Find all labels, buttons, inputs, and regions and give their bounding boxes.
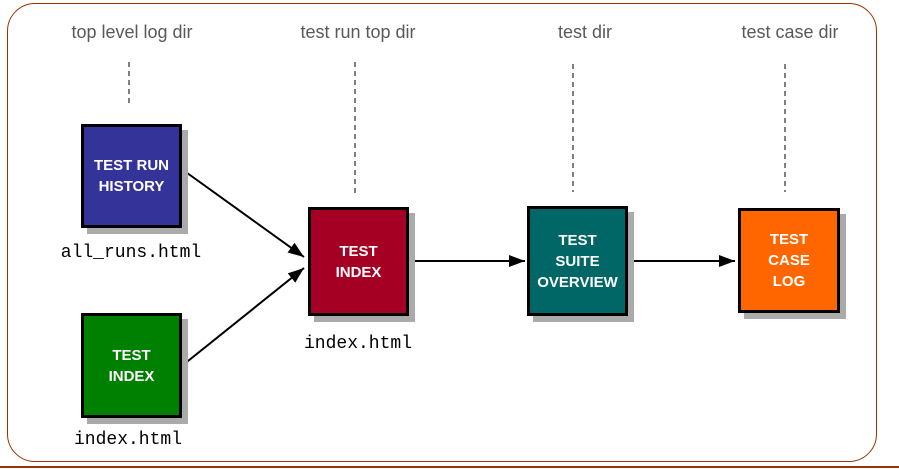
- column-header-top-level-log-dir: top level log dir: [71, 22, 193, 42]
- node-test-suite-overview: TEST SUITE OVERVIEW: [527, 206, 628, 316]
- bottom-rule: [0, 466, 899, 468]
- node-test-case-log: TEST CASE LOG: [738, 208, 840, 313]
- node-label-line: INDEX: [108, 367, 155, 385]
- node-label-line: TEST: [558, 231, 597, 249]
- node-label-line: OVERVIEW: [537, 273, 618, 291]
- column-header-test-case-dir: test case dir: [741, 22, 839, 42]
- diagram-frame: [7, 3, 877, 462]
- node-test-run-history: TEST RUN HISTORY: [81, 124, 182, 228]
- file-label-all-runs-html: all_runs.html: [60, 243, 202, 263]
- node-label-line: TEST: [769, 231, 809, 248]
- arrow-history-to-test-index: [182, 169, 305, 258]
- file-label-index-html-top-level: index.html: [73, 430, 183, 450]
- node-label-line: CASE: [768, 252, 810, 269]
- node-test-index-run: TEST INDEX: [308, 207, 409, 316]
- node-label-line: HISTORY: [98, 178, 165, 195]
- node-label-line: TEST: [339, 242, 378, 260]
- node-label-line: INDEX: [335, 263, 382, 281]
- node-test-index-top-level: TEST INDEX: [81, 313, 182, 418]
- node-label-line: SUITE: [555, 252, 600, 270]
- node-label-line: TEST RUN: [94, 157, 169, 174]
- column-header-test-run-top-dir: test run top dir: [300, 22, 416, 42]
- arrow-top-index-to-test-index: [182, 267, 305, 366]
- file-label-index-html-test-run: index.html: [303, 334, 413, 354]
- node-label-line: TEST: [112, 346, 151, 364]
- node-label-line: LOG: [772, 273, 806, 290]
- column-header-test-dir: test dir: [557, 22, 613, 42]
